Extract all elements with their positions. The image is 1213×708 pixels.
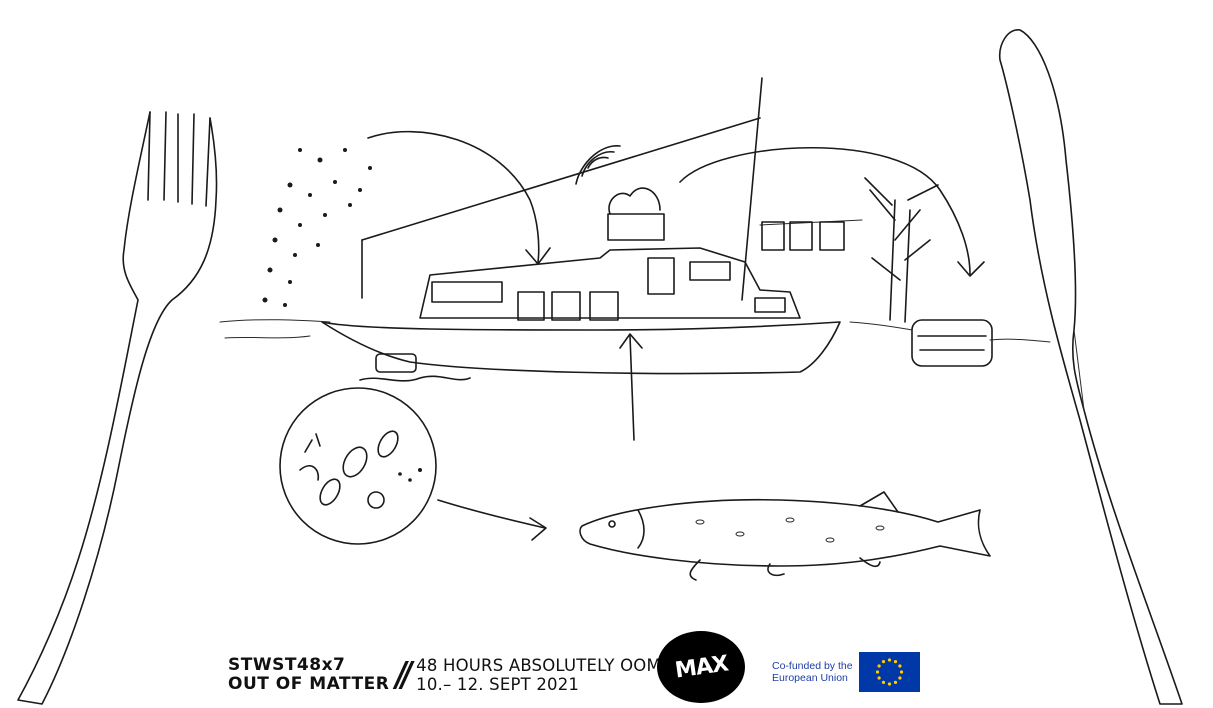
eu-star-icon — [877, 676, 880, 679]
seed-spray-drawing — [263, 148, 373, 307]
boat-drawing — [322, 78, 862, 374]
eu-star-icon — [899, 670, 902, 673]
eu-star-icon — [875, 670, 878, 673]
event-info-line1: 48 HOURS ABSOLUTELY OOM — [416, 656, 661, 675]
fork-icon — [18, 112, 217, 704]
eu-text-line1: Co-funded by the — [772, 660, 853, 672]
fish-drawing — [580, 492, 990, 580]
event-branding: STWST48x7 OUT OF MATTER // 48 HOURS ABSO… — [228, 655, 661, 695]
signal-waves-drawing — [576, 146, 620, 184]
event-name: STWST48x7 OUT OF MATTER — [228, 656, 389, 694]
eu-star-icon — [893, 681, 896, 684]
eu-star-icon — [881, 681, 884, 684]
max-logo-text: MAX — [673, 651, 729, 683]
eu-text-line2: European Union — [772, 672, 853, 684]
separator: // — [396, 655, 408, 695]
event-name-line1: STWST48x7 — [228, 656, 389, 675]
eu-star-icon — [898, 664, 901, 667]
eu-star-icon — [893, 660, 896, 663]
eu-star-icon — [881, 660, 884, 663]
microscope-circle-drawing — [280, 388, 436, 544]
eu-star-icon — [887, 658, 890, 661]
eu-star-icon — [877, 664, 880, 667]
event-dates: 10.– 12. SEPT 2021 — [416, 675, 661, 694]
arrow-icon — [368, 132, 984, 540]
eu-flag-icon — [859, 652, 920, 692]
max-logo: MAX — [657, 631, 745, 703]
eu-star-icon — [898, 676, 901, 679]
knife-icon — [1000, 30, 1182, 704]
event-name-line2: OUT OF MATTER — [228, 675, 389, 694]
eu-cofunded-logo: Co-funded by the European Union — [772, 652, 920, 692]
eu-text: Co-funded by the European Union — [772, 660, 853, 684]
event-info: 48 HOURS ABSOLUTELY OOM 10.– 12. SEPT 20… — [416, 656, 661, 694]
eu-star-icon — [887, 682, 890, 685]
